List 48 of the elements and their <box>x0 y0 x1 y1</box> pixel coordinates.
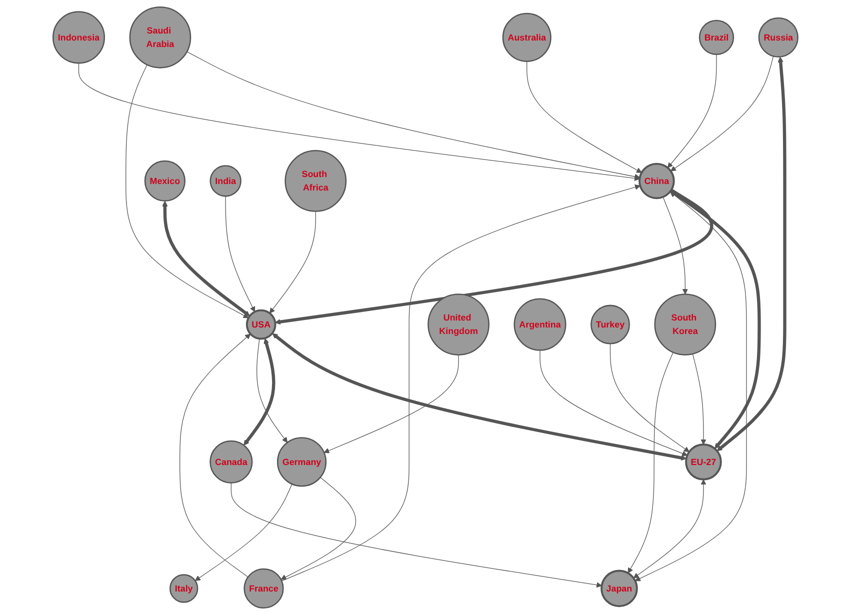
node-circle: India <box>209 165 241 197</box>
arrow <box>662 196 688 294</box>
arrow <box>268 210 316 314</box>
arrow <box>272 333 686 461</box>
node-circle: China <box>638 162 674 200</box>
arrow <box>125 64 248 318</box>
node-circle: Canada <box>209 440 252 484</box>
arrow <box>609 343 689 452</box>
node-circle: EU-27 <box>684 444 722 480</box>
node-circle: Brazil <box>698 20 734 55</box>
arrow <box>323 354 458 454</box>
arrow <box>186 51 640 180</box>
arrow <box>280 477 356 580</box>
arrow <box>179 334 250 578</box>
arrow <box>230 482 602 588</box>
node-circle: Australia <box>502 12 551 62</box>
node-circle: South Korea <box>654 294 716 356</box>
node-circle: France <box>243 568 284 609</box>
arrow <box>632 479 706 578</box>
node-circle: Turkey <box>590 304 630 344</box>
arrow <box>194 484 292 581</box>
node-circle: Japan <box>600 570 638 608</box>
arrow <box>670 190 760 449</box>
arrow <box>526 61 642 173</box>
arrow <box>224 196 255 312</box>
node-circle: Indonesia <box>52 11 105 64</box>
arrow <box>539 350 688 456</box>
arrow <box>692 354 706 445</box>
arrow <box>634 192 746 582</box>
arrow <box>243 338 275 446</box>
arrow <box>256 338 288 443</box>
node-circle: USA <box>245 309 276 340</box>
node-circle: Italy <box>169 574 198 603</box>
arrow <box>627 352 673 574</box>
node-circle: Saudi Arabia <box>128 6 191 68</box>
node-circle: United Kingdom <box>427 294 489 356</box>
node-circle: South Africa <box>284 150 346 212</box>
arrow <box>274 188 712 325</box>
node-circle: Germany <box>276 437 326 487</box>
node-circle: Russia <box>758 17 798 58</box>
arrow <box>716 56 786 452</box>
arrow <box>670 56 774 172</box>
arrow <box>280 184 640 582</box>
arrow <box>78 62 640 181</box>
arrow <box>666 54 716 168</box>
node-circle: Argentina <box>513 298 566 351</box>
arrow <box>162 200 250 316</box>
node-circle: Mexico <box>144 160 186 202</box>
